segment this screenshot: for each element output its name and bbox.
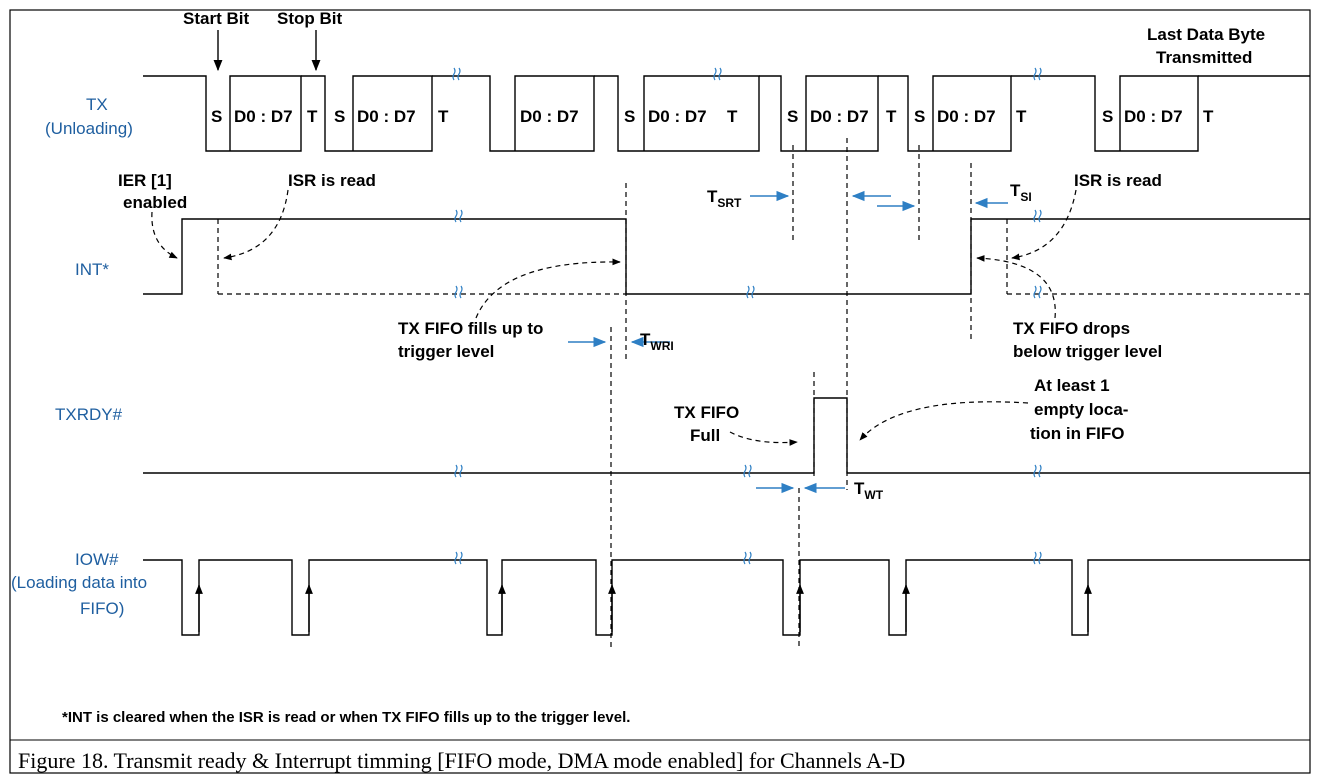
fifo-drops-label: TX FIFO drops <box>1013 319 1130 338</box>
tx-start-bit: S <box>914 107 925 126</box>
tx-start-bit: S <box>787 107 798 126</box>
int-waveform <box>143 209 1310 299</box>
tx-stop-bit: T <box>438 107 449 126</box>
tx-stop-bit: T <box>886 107 897 126</box>
tx-data-bits: D0 : D7 <box>357 107 416 126</box>
timing-markers: TSRT TSI TWRI TWT <box>568 181 1032 502</box>
empty-location-label-2: empty loca- <box>1034 400 1128 419</box>
t-wri-label: TWRI <box>640 330 674 353</box>
tx-data-bits: D0 : D7 <box>937 107 996 126</box>
empty-location-label-3: tion in FIFO <box>1030 424 1124 443</box>
figure-caption: Figure 18. Transmit ready & Interrupt ti… <box>18 748 905 773</box>
empty-location-label: At least 1 <box>1034 376 1110 395</box>
tx-stop-bit: T <box>1203 107 1214 126</box>
t-srt-label: TSRT <box>707 187 742 210</box>
fifo-fills-label-2: trigger level <box>398 342 494 361</box>
tx-signal-subtitle: (Unloading) <box>45 119 133 138</box>
last-byte-label: Last Data Byte <box>1147 25 1265 44</box>
tx-data-bits: D0 : D7 <box>648 107 707 126</box>
t-wt-label: TWT <box>854 479 884 502</box>
txrdy-waveform <box>143 397 1310 478</box>
isr-read-label-2: ISR is read <box>1074 171 1162 190</box>
fifo-full-arrow <box>729 431 798 446</box>
iow-signal-subtitle-2: FIFO) <box>80 599 124 618</box>
tx-data-bits: D0 : D7 <box>1124 107 1183 126</box>
tx-start-bit: S <box>211 107 222 126</box>
tx-field-labels: S D0 : D7 T S D0 : D7 T D0 : D7 S D0 : D… <box>211 107 1214 126</box>
fifo-fills-label: TX FIFO fills up to <box>398 319 543 338</box>
isr-read-label: ISR is read <box>288 171 376 190</box>
tx-data-bits: D0 : D7 <box>520 107 579 126</box>
iow-waveform <box>143 551 1310 636</box>
tx-start-bit: S <box>334 107 345 126</box>
stop-bit-label: Stop Bit <box>277 9 342 28</box>
tx-data-bits: D0 : D7 <box>234 107 293 126</box>
txrdy-signal-name: TXRDY# <box>55 405 123 424</box>
start-bit-label: Start Bit <box>183 9 249 28</box>
footnote: *INT is cleared when the ISR is read or … <box>62 709 630 726</box>
int-signal-name: INT* <box>75 260 109 279</box>
tx-stop-bit: T <box>307 107 318 126</box>
ier-enabled-label-2: enabled <box>123 193 187 212</box>
fifo-full-label: TX FIFO <box>674 403 739 422</box>
tx-start-bit: S <box>624 107 635 126</box>
tx-stop-bit: T <box>1016 107 1027 126</box>
fifo-drops-label-2: below trigger level <box>1013 342 1162 361</box>
iow-signal-subtitle: (Loading data into <box>11 573 147 592</box>
fifo-full-label-2: Full <box>690 426 720 445</box>
empty-location-arrow <box>859 401 1029 441</box>
last-byte-label-2: Transmitted <box>1156 48 1252 67</box>
tx-signal-name: TX <box>86 95 108 114</box>
tx-stop-bit: T <box>727 107 738 126</box>
figure-border <box>9 9 1311 774</box>
isr-read-arrow-2 <box>1011 189 1077 261</box>
t-si-label: TSI <box>1010 181 1032 204</box>
fifo-fills-arrow <box>475 258 621 319</box>
tx-waveform <box>143 67 1310 152</box>
isr-read-arrow <box>223 189 289 261</box>
iow-signal-name: IOW# <box>75 550 119 569</box>
reference-lines <box>610 138 972 650</box>
ier-enabled-label: IER [1] <box>118 171 172 190</box>
ier-arrow <box>151 211 178 259</box>
tx-data-bits: D0 : D7 <box>810 107 869 126</box>
tx-start-bit: S <box>1102 107 1113 126</box>
fifo-drops-arrow <box>976 255 1056 319</box>
